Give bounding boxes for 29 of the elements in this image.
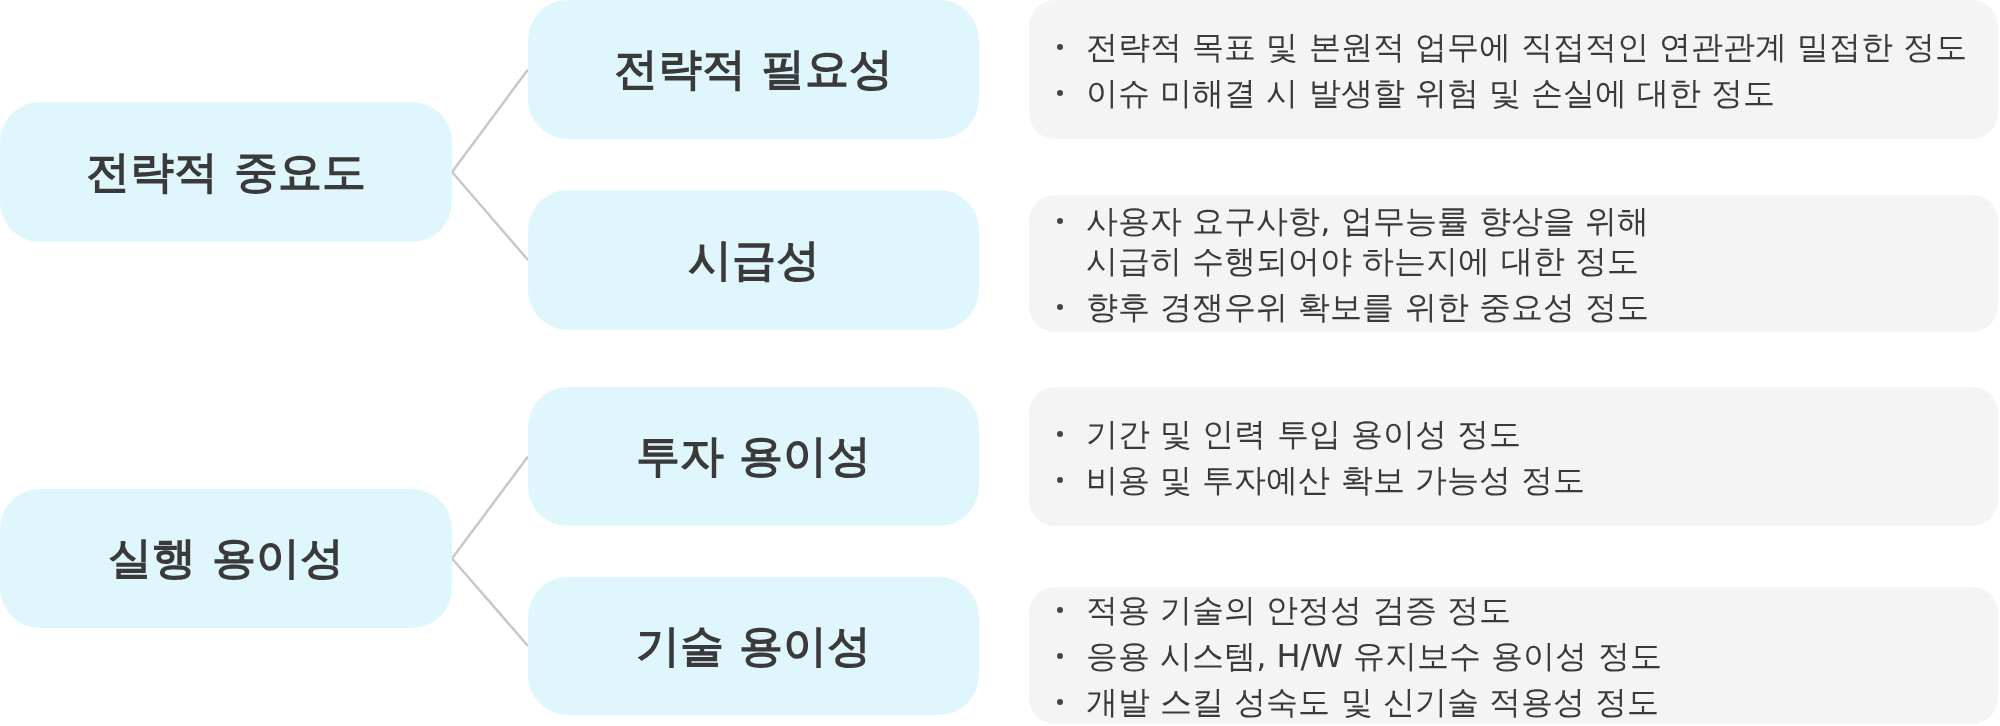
rounded-box (528, 190, 979, 330)
rounded-box (528, 577, 979, 715)
node-label: 기술 용이성 (635, 619, 872, 673)
node-label: 전략적 중요도 (86, 145, 366, 199)
bullet-text: 개발 스킬 성숙도 및 신기술 적용성 정도 (1086, 681, 1660, 722)
description-panel (1029, 387, 1998, 526)
description-panel (1029, 195, 1998, 332)
connector-line (451, 557, 529, 647)
node-label: 시급성 (687, 233, 820, 287)
rounded-box (528, 387, 979, 526)
bullet-text: 전략적 목표 및 본원적 업무에 직접적인 연관관계 밀접한 정도 (1086, 26, 1968, 67)
connector-line (451, 68, 529, 173)
connector-line (451, 171, 529, 261)
rounded-box (0, 489, 452, 628)
node-label: 실행 용이성 (108, 532, 344, 585)
bullet-text: 향후 경쟁우위 확보를 위한 중요성 정도 (1086, 286, 1649, 327)
bullet-text: 비용 및 투자예산 확보 가능성 정도 (1086, 459, 1585, 500)
bullet-text: 적용 기술의 안정성 검증 정도 (1086, 589, 1511, 630)
bullet-text: 기간 및 인력 투입 용이성 정도 (1086, 413, 1521, 454)
bullet-text: 응용 시스템, H/W 유지보수 용이성 정도 (1086, 635, 1662, 676)
description-panel (1029, 0, 1998, 139)
bullet-text: 사용자 요구사항, 업무능률 향상을 위해 시급히 수행되어야 하는지에 대한 정도 (1086, 200, 1650, 281)
rounded-box (528, 0, 979, 139)
rounded-box (0, 102, 452, 242)
node-label: 전략적 필요성 (613, 43, 894, 96)
connector-line (451, 455, 529, 560)
node-label: 투자 용이성 (635, 430, 872, 483)
description-panel (1029, 587, 1998, 724)
bullet-text: 이슈 미해결 시 발생할 위험 및 손실에 대한 정도 (1086, 72, 1776, 113)
